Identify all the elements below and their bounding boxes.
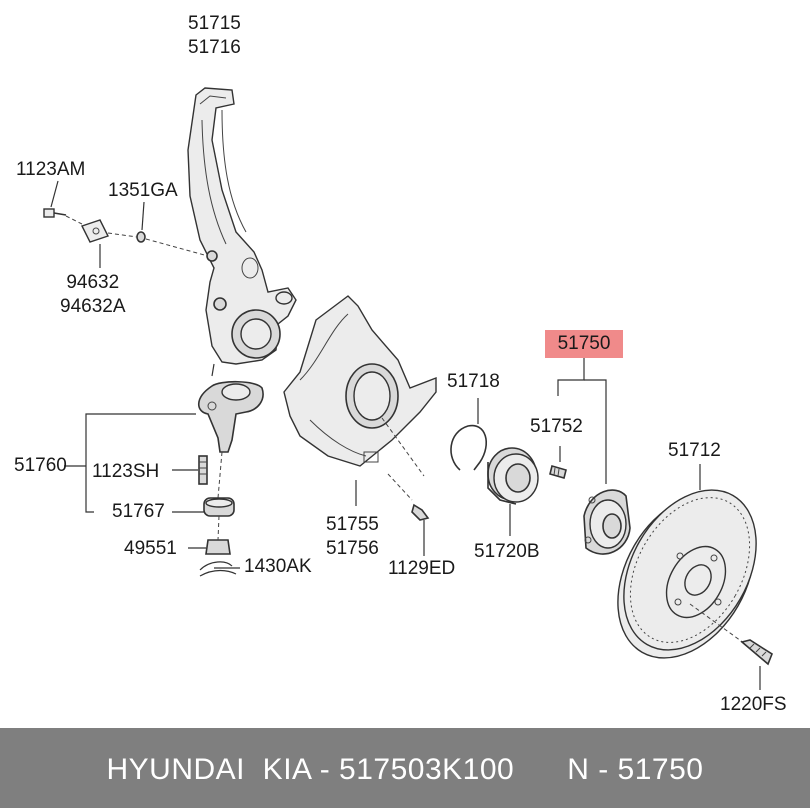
label-bolt-arm: 1123SH <box>92 461 160 482</box>
ball-joint-drawing <box>64 380 264 577</box>
label-split-pin: 1430AK <box>244 556 312 577</box>
hub-drawing <box>549 358 631 555</box>
label-nut-castle: 51767 <box>112 501 165 522</box>
label-bolt-cover: 1129ED <box>388 558 456 579</box>
bearing-drawing <box>487 447 539 536</box>
label-bolt-top-left: 1123AM <box>16 159 86 180</box>
footer-bar: HYUNDAI KIA - 517503K100 N - 51750 <box>0 728 810 808</box>
part-number: 51756 <box>326 538 379 559</box>
dust-cover-drawing <box>283 295 437 556</box>
label-steering-knuckle: 51715 51716 <box>188 12 241 60</box>
part-number: 51715 <box>188 13 241 34</box>
exploded-parts-diagram: 51715 51716 1123AM 1351GA 94632 94632A 5… <box>14 12 787 715</box>
label-dust-cover: 51755 51756 <box>326 513 379 561</box>
snap-ring-drawing <box>450 398 488 471</box>
label-disc-screw: 1220FS <box>720 694 787 715</box>
brake-disc-drawing <box>617 464 773 690</box>
part-number: 51716 <box>188 37 241 58</box>
label-hub-bolt: 51752 <box>530 416 583 437</box>
label-disc: 51712 <box>668 440 721 461</box>
label-nut: 49551 <box>124 538 177 559</box>
label-washer-small: 1351GA <box>108 180 178 201</box>
part-number: 51755 <box>326 514 379 535</box>
part-number: 94632A <box>60 296 126 317</box>
label-bearing: 51720B <box>474 541 540 562</box>
footer-part-reference: HYUNDAI KIA - 517503K100 N - 51750 <box>106 753 704 786</box>
bolt-bracket-group <box>43 180 209 268</box>
diagram-drawing <box>43 87 773 690</box>
steering-knuckle-drawing <box>187 87 297 377</box>
label-hub-assy-highlighted: 51750 <box>545 330 623 358</box>
label-snap-ring: 51718 <box>447 371 500 392</box>
label-lower-arm-assy: 51760 <box>14 455 67 476</box>
label-bracket: 94632 94632A <box>60 271 126 319</box>
part-number: 94632 <box>66 272 120 293</box>
